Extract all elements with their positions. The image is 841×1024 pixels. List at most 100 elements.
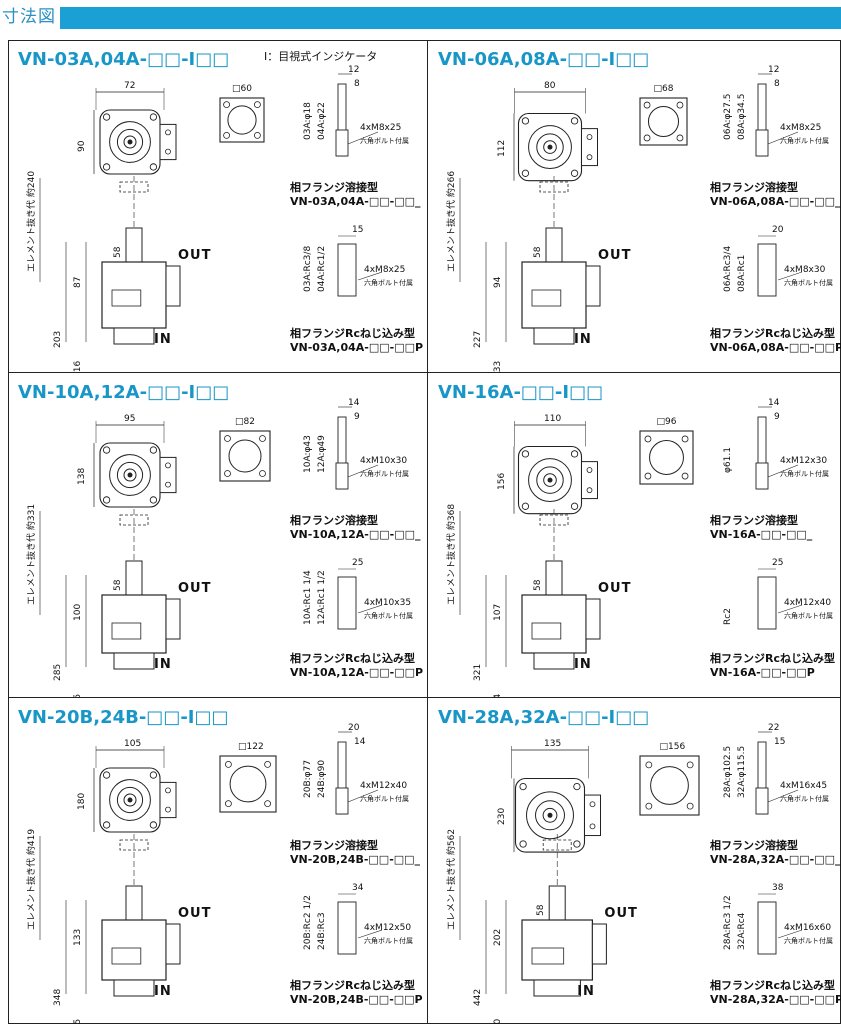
- dim-flange-dia-b: 12A:φ49: [317, 435, 327, 473]
- header-bar: [60, 7, 841, 29]
- out-port: [585, 598, 601, 640]
- dim-rc-a: 28A:Rc3 1/2: [723, 895, 733, 950]
- port-bolt: [165, 462, 171, 469]
- section-header: 寸法図: [0, 0, 841, 30]
- dim-upper: 87: [73, 276, 83, 288]
- dim-flange-dia-b: 04A:φ22: [317, 102, 327, 140]
- weld-flange: [335, 787, 349, 815]
- dim-stem: 58: [533, 246, 543, 258]
- leader-line: [357, 929, 383, 939]
- port-bolt: [586, 467, 593, 473]
- panel-title: VN-20B,24B-□□-I□□: [18, 707, 229, 728]
- port-bolt: [165, 481, 171, 488]
- dim-flange-dia-b: 08A:φ34.5: [737, 93, 747, 140]
- panel-title: VN-10A,12A-□□-I□□: [18, 382, 230, 403]
- bolt-spec-rc: 4xM8x30: [784, 265, 826, 275]
- flange-square: [639, 430, 694, 485]
- top-view-port: [159, 456, 177, 494]
- in-label: IN: [574, 332, 592, 347]
- leader-line: [777, 271, 803, 281]
- dim-lower: 116: [73, 360, 83, 372]
- dim-square: □68: [653, 84, 674, 94]
- dim-width: 95: [124, 414, 136, 424]
- indicator-note: I：目視式インジケータ: [264, 50, 378, 63]
- bolt-spec-rc: 4xM16x60: [784, 923, 832, 933]
- bolt-hole: [519, 840, 527, 848]
- flange-bolt: [644, 472, 652, 480]
- dim-height: 138: [77, 467, 87, 485]
- dim-rc-a: Rc2: [723, 608, 733, 625]
- bolt-note: 六角ボルト付属: [780, 795, 829, 803]
- nameplate: [111, 947, 142, 965]
- bolt-hole: [570, 169, 579, 177]
- flange-bore: [228, 439, 262, 473]
- top-view-hub: [543, 140, 557, 154]
- dim-flange-w: 14: [348, 398, 360, 408]
- top-view-center: [547, 477, 553, 483]
- dim-upper: 107: [493, 603, 503, 621]
- top-view-port: [159, 123, 177, 161]
- weld-caption: 相フランジ溶接型: [710, 514, 798, 527]
- dim-total: 227: [473, 330, 483, 348]
- weld-model: VN-16A-□□-□□_: [710, 528, 813, 541]
- bolt-hole: [570, 450, 579, 458]
- dim-height: 112: [497, 139, 507, 158]
- bolt-hole: [102, 771, 111, 779]
- in-port: [533, 327, 575, 345]
- leader-line: [347, 789, 379, 803]
- bolt-spec-rc: 4xM12x40: [784, 598, 832, 608]
- dim-rc-b: 08A:Rc1: [737, 254, 747, 292]
- nameplate: [111, 289, 142, 307]
- top-view-port: [581, 461, 598, 500]
- rc-flange: [757, 243, 777, 297]
- dim-total: 348: [53, 988, 63, 1006]
- element-outline: [539, 514, 569, 526]
- weld-model: VN-06A,08A-□□-□□_: [710, 195, 841, 208]
- bolt-spec-rc: 4xM10x35: [364, 598, 412, 608]
- bolt-hole: [519, 782, 527, 791]
- bolt-spec-weld: 4xM10x30: [360, 456, 408, 466]
- indicator-stem: [545, 560, 563, 596]
- top-view-ring: [526, 791, 574, 840]
- flange-bolt: [259, 435, 266, 442]
- rc-flange: [757, 901, 777, 955]
- top-view-center: [127, 797, 133, 803]
- bolt-hole: [102, 821, 111, 829]
- panel-title: VN-03A,04A-□□-I□□: [18, 49, 230, 70]
- dim-stem: 58: [533, 579, 543, 591]
- flange-bolt: [259, 470, 266, 477]
- leader-line: [357, 271, 383, 281]
- top-view-ring: [109, 121, 151, 163]
- top-view-hub: [543, 473, 557, 487]
- grid-divider-1: [8, 372, 841, 373]
- leader-line: [767, 464, 799, 478]
- dim-stem: 58: [113, 579, 123, 591]
- port-bolt: [586, 134, 593, 140]
- flange-bolt: [224, 761, 232, 768]
- top-view-port: [584, 794, 601, 837]
- dim-square: □82: [235, 417, 255, 427]
- weld-model: VN-28A,32A-□□-□□_: [710, 853, 841, 866]
- leader-line: [777, 604, 803, 614]
- out-port: [165, 598, 181, 640]
- rc-caption: 相フランジRcねじ込み型: [290, 979, 415, 992]
- rc-flange: [337, 243, 357, 297]
- dim-height: 180: [77, 792, 87, 810]
- dim-flange-dia-a: φ61.1: [723, 447, 733, 473]
- weld-caption: 相フランジ溶接型: [710, 839, 798, 852]
- flange-square: [639, 97, 688, 146]
- grid-divider-2: [8, 697, 841, 698]
- bolt-hole: [102, 163, 111, 171]
- dim-height: 90: [77, 140, 87, 152]
- panel-drawing: [39, 406, 383, 670]
- bolt-spec-weld: 4xM16x45: [780, 781, 828, 791]
- bolt-hole: [149, 446, 158, 454]
- in-label: IN: [154, 332, 172, 347]
- in-port: [533, 652, 575, 670]
- top-view-port: [581, 128, 598, 167]
- dim-flange-dia-a: 10A:φ43: [303, 435, 313, 473]
